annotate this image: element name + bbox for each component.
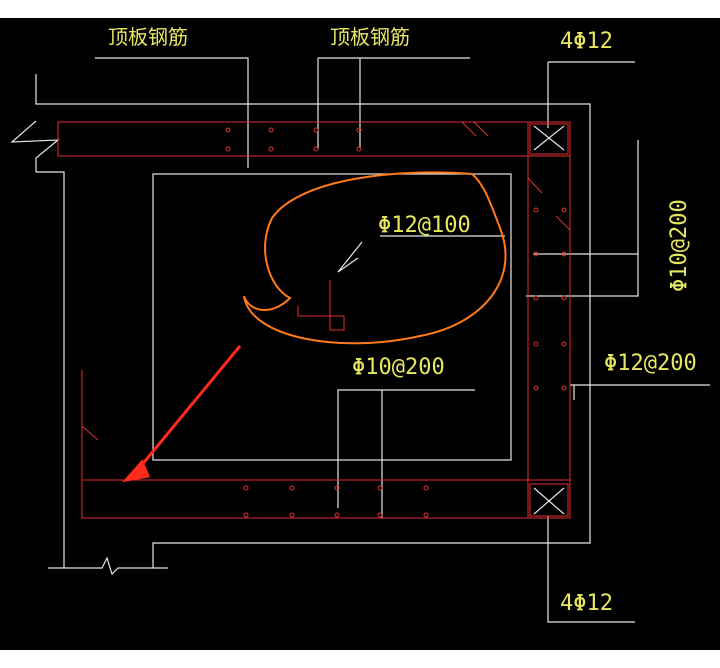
rebar-dot — [561, 251, 567, 257]
leader-circled-arrow — [337, 241, 363, 273]
leader-corner-bottom — [547, 516, 635, 623]
rebar-dot — [289, 512, 295, 518]
rebar-dot — [533, 295, 539, 301]
cad-drawing-canvas: 顶板钢筋 顶板钢筋 4Φ12 Φ12@100 Φ10@200 Φ12@200 4… — [0, 18, 720, 650]
rebar-dot — [423, 485, 429, 491]
rebar-dot — [533, 251, 539, 257]
rebar-detail-drawing: 顶板钢筋 顶板钢筋 4Φ12 Φ12@100 Φ10@200 Φ12@200 4… — [10, 25, 710, 623]
rebar-dot — [561, 295, 567, 301]
bottom-margin — [0, 650, 720, 668]
break-line-left — [10, 120, 60, 172]
top-slab-rebar — [57, 121, 571, 157]
leader-top-left — [95, 57, 249, 168]
rebar-dot — [561, 341, 567, 347]
rebar-dot — [225, 127, 231, 133]
rebar-dot — [268, 127, 274, 133]
leader-right-vertical — [526, 140, 639, 297]
rebar-dots — [225, 127, 567, 518]
label-circled-rebar: Φ12@100 — [378, 213, 471, 238]
rebar-dot — [268, 146, 274, 152]
right-wall-rebar — [527, 121, 571, 519]
rebar-dot — [243, 512, 249, 518]
corner-boxes — [529, 123, 569, 517]
outer-wall-outline — [35, 74, 591, 569]
bottom-slab-rebar — [81, 479, 571, 519]
annotation-circle — [243, 171, 507, 345]
rebar-dot — [313, 127, 319, 133]
rebar-dot — [334, 512, 340, 518]
rebar-dot — [313, 146, 319, 152]
label-corner-top: 4Φ12 — [560, 29, 613, 54]
rebar-dot — [533, 207, 539, 213]
corner-top-box — [529, 123, 569, 155]
rebar-dot — [377, 485, 383, 491]
rebar-dot — [533, 385, 539, 391]
opening-outline — [152, 173, 512, 461]
corner-top-x-2 — [533, 125, 565, 151]
label-top-mid: 顶板钢筋 — [330, 25, 410, 49]
arrow-head — [121, 459, 151, 483]
right-hook-2 — [555, 215, 571, 231]
stirrup-detail-1 — [297, 280, 331, 317]
rebar-dot — [243, 485, 249, 491]
rebar-dot — [561, 385, 567, 391]
label-bottom-bar: Φ10@200 — [352, 355, 445, 380]
stirrup-detail-2 — [316, 315, 345, 331]
top-hook-2 — [473, 121, 489, 137]
arrow-shaft — [134, 345, 242, 473]
corner-bottom-box — [529, 483, 569, 517]
top-hook-1 — [461, 121, 477, 137]
rebar-dot — [377, 512, 383, 518]
label-top-left: 顶板钢筋 — [108, 25, 188, 49]
label-right-horizontal: Φ12@200 — [604, 351, 697, 376]
right-hook-1 — [527, 177, 543, 194]
rebar-dot — [423, 512, 429, 518]
rebar-lines — [57, 121, 571, 519]
rebar-dot — [289, 485, 295, 491]
left-hook — [81, 425, 99, 441]
rebar-dot — [356, 146, 362, 152]
corner-marks — [533, 125, 565, 515]
rebar-dot — [561, 207, 567, 213]
rebar-dot — [334, 485, 340, 491]
corner-bottom-x-2 — [533, 487, 565, 515]
label-right-vertical: Φ10@200 — [667, 199, 692, 292]
label-corner-bottom: 4Φ12 — [560, 591, 613, 616]
leader-bottom-bar — [337, 389, 475, 508]
concrete-outline — [10, 57, 710, 623]
rebar-dot — [225, 146, 231, 152]
annotation-arrow — [121, 345, 242, 483]
rebar-dot — [356, 127, 362, 133]
inner-wall-outline — [36, 171, 153, 576]
rebar-dot — [533, 341, 539, 347]
